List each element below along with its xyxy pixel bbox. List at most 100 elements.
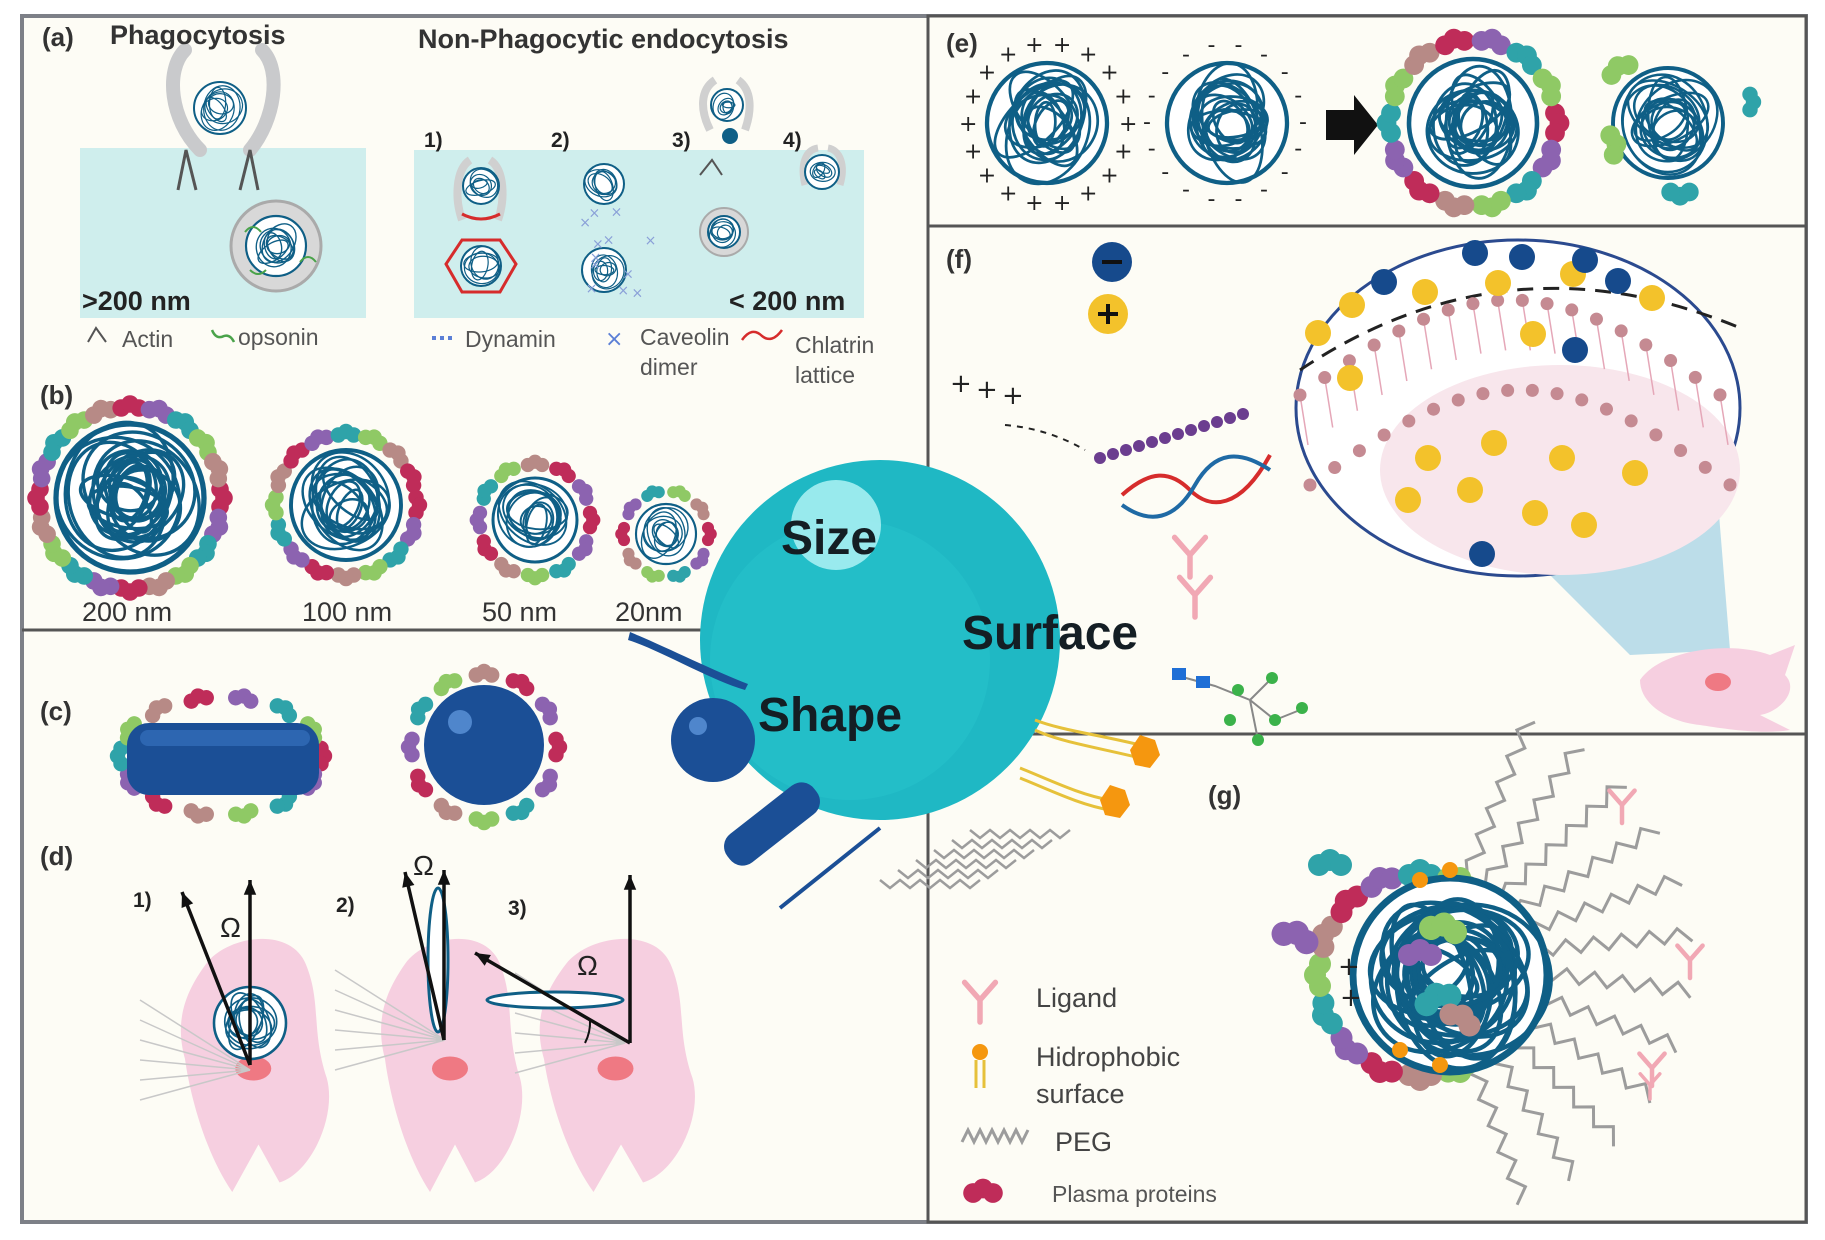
orientation-step-3: 3) (508, 897, 527, 920)
peg-chain-icon (933, 848, 1035, 860)
positive-charge-icon: + (1338, 952, 1360, 982)
nanoparticle-core-icon (1406, 56, 1540, 190)
protein-lobe (548, 747, 564, 763)
positive-charge-icon: + (1119, 112, 1137, 137)
peptide-bead (1107, 448, 1119, 460)
arrow-head (475, 953, 491, 966)
sphere-highlight (448, 710, 472, 734)
sphere-highlight (689, 717, 707, 735)
core-strand (1431, 82, 1498, 167)
plasma-protein-icon (690, 498, 710, 521)
caveolin-icon: × (586, 281, 598, 297)
size-label-200: 200 nm (82, 597, 173, 627)
positive-charge-icon: + (1100, 61, 1118, 86)
core-outline (710, 88, 744, 122)
chlatrin-legend-label-2: lattice (795, 362, 856, 388)
core-strand (716, 224, 733, 241)
positive-charge-icon: + (999, 43, 1017, 68)
positive-charge-icon: + (978, 163, 996, 188)
core-strand (993, 79, 1075, 159)
protein-lobe (417, 696, 434, 713)
plasma-protein-icon (433, 673, 463, 697)
core-strand (106, 463, 152, 533)
shape-word: Shape (758, 689, 903, 742)
plasma-protein-icon (304, 559, 335, 581)
plasma-protein-icon (494, 461, 521, 484)
plasma-protein-icon (690, 547, 710, 570)
protein-lobe (476, 534, 491, 549)
negative-charge-icon: - (1281, 160, 1289, 185)
dna-helix-icon (1120, 454, 1272, 519)
plasma-protein-icon (330, 423, 362, 443)
lipid-tail (1472, 303, 1482, 354)
core-strand (91, 439, 201, 557)
plasma-protein-icon (534, 696, 558, 726)
opsonin-icon (244, 226, 317, 275)
needle-icon (628, 632, 748, 690)
negative-charge-icon: - (1294, 83, 1302, 108)
plasma-protein-icon (1532, 139, 1562, 178)
protein-lobe (357, 564, 374, 581)
plasma-protein-icon (505, 797, 535, 821)
protein-lobe (494, 556, 509, 572)
sphere-icon (671, 698, 755, 782)
actin-icon (176, 149, 260, 191)
arrow-head (402, 872, 415, 888)
nanoparticle-core-icon (1611, 66, 1725, 180)
protein-lobe (405, 477, 422, 494)
nanoparticle-core-icon (289, 448, 403, 562)
fiber-icon (778, 826, 882, 910)
plasma-protein-icon (1506, 171, 1542, 204)
core-outline (1611, 66, 1725, 180)
glycan-block (1196, 676, 1210, 688)
plasma-protein-icon (1418, 912, 1468, 945)
lipid-head (1515, 293, 1529, 307)
lipid-tail (1323, 377, 1334, 428)
positive-charge-icon: + (1025, 191, 1043, 216)
core-strand (1621, 84, 1703, 176)
lipid-head (1318, 371, 1332, 385)
caveolin-icon: × (611, 205, 623, 221)
core-strand (1191, 73, 1266, 148)
plasma-protein-icon (144, 788, 173, 814)
lipid-head (1377, 428, 1391, 442)
plasma-protein-icon (1360, 866, 1403, 898)
core-strand (1031, 99, 1071, 148)
negative-charge-icon: - (1148, 137, 1156, 162)
panel-g-label: (g) (1208, 780, 1242, 810)
plasma-protein-icon (140, 399, 175, 424)
core-outline (491, 476, 579, 564)
protein-lobe (582, 520, 598, 535)
fan-line (139, 1019, 251, 1071)
protein-lobe (468, 811, 485, 827)
size-small-label: < 200 nm (729, 286, 846, 316)
hydrophobic-legend-label-2: surface (1036, 1079, 1125, 1109)
peg-chain-icon (1498, 785, 1627, 899)
caveolin-icon: × (605, 327, 623, 352)
core-strand (205, 96, 227, 123)
arrow-right-icon (1326, 95, 1378, 155)
negative-charge-icon: - (1294, 137, 1302, 162)
nanoparticle-core-icon (1164, 60, 1290, 186)
glycan-block (1172, 668, 1186, 680)
positive-charge-icon (1622, 460, 1648, 486)
lipid-tail (1398, 330, 1408, 382)
arrow-head (181, 892, 194, 908)
hydrophobic-hexagon (1130, 735, 1160, 768)
nanoparticle-core-icon (460, 245, 502, 287)
clathrin-coat (444, 238, 518, 294)
protein-lobe (1312, 992, 1335, 1015)
core-strand (809, 161, 836, 182)
protein-lobe (1437, 983, 1462, 1008)
plasma-protein-icon (228, 688, 259, 709)
peptide-bead (1133, 440, 1145, 452)
core-strand (525, 503, 548, 546)
protein-lobe (1742, 102, 1758, 118)
caveolin-icon: × (617, 283, 629, 299)
panel-b (27, 395, 717, 601)
core-outline (1406, 56, 1540, 190)
protein-lobe (1442, 920, 1468, 945)
core-strand (1633, 100, 1687, 142)
size-word: Size (781, 512, 878, 565)
